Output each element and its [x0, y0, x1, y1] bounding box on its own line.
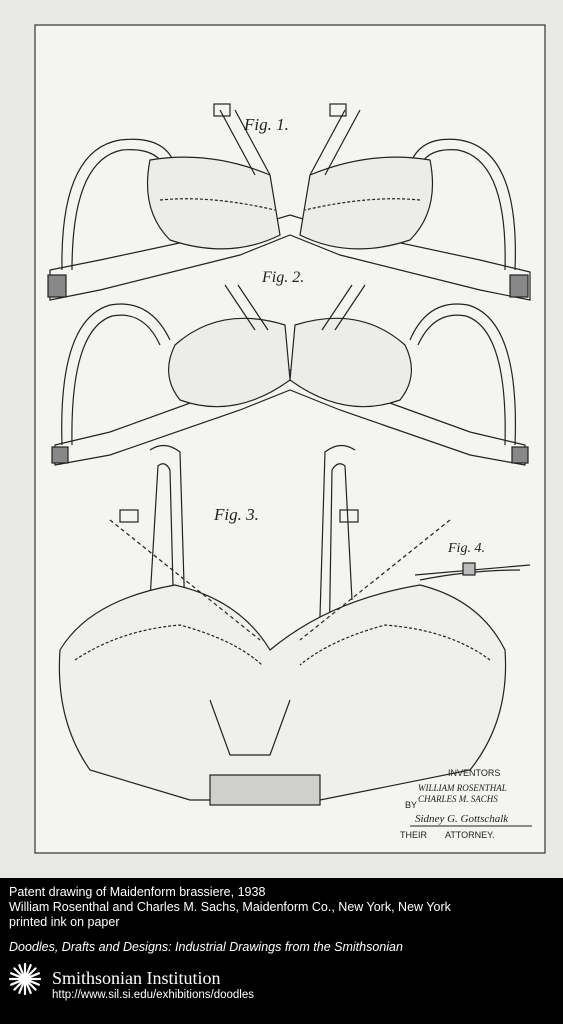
smithsonian-sunburst-icon: [8, 962, 42, 996]
attorney-label: ATTORNEY.: [445, 830, 495, 840]
fig4-label: Fig. 4.: [447, 541, 485, 556]
figure-1: [47, 103, 531, 301]
figure-4: [414, 562, 531, 581]
institution-name: Smithsonian Institution: [52, 968, 221, 988]
fig3-label: Fig. 3.: [213, 505, 259, 524]
figure-2: [51, 284, 529, 466]
inventor-name-1: WILLIAM ROSENTHAL: [418, 783, 507, 793]
caption-medium: printed ink on paper: [9, 915, 120, 929]
attorney-signature: Sidney G. Gottschalk: [415, 813, 509, 825]
fig2-label: Fig. 2.: [261, 269, 304, 286]
patent-photo: Fig. 1. Fig. 2. Fig.: [0, 0, 563, 878]
exhibition-url[interactable]: http://www.sil.si.edu/exhibitions/doodle…: [52, 989, 254, 1001]
fig1-label: Fig. 1.: [243, 115, 289, 134]
caption-creators: William Rosenthal and Charles M. Sachs, …: [9, 900, 451, 914]
inventor-name-2: CHARLES M. SACHS: [418, 794, 498, 804]
caption-exhibition: Doodles, Drafts and Designs: Industrial …: [9, 940, 403, 954]
by-label: BY: [405, 800, 417, 810]
their-label: THEIR: [400, 830, 428, 840]
patent-drawing: Fig. 1. Fig. 2. Fig.: [34, 24, 546, 854]
caption-title: Patent drawing of Maidenform brassiere, …: [9, 885, 266, 899]
figure-3: [58, 444, 507, 806]
inventors-heading: INVENTORS: [448, 768, 500, 778]
